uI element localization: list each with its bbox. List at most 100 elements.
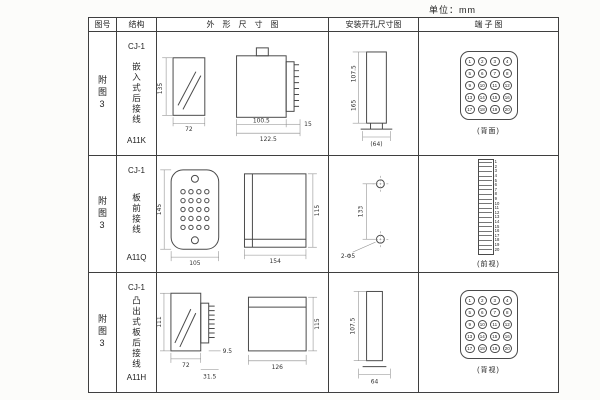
terminal-number: 5 [468,310,471,315]
terminal-number: 5 [494,177,497,183]
header-install: 安装开孔尺寸图 [329,18,419,32]
outline-drawing-row1: 135 72 100.5 15 122.5 [157,32,329,156]
terminal-circle: 5 [465,68,475,79]
terminal-line [477,226,492,228]
terminal-number: 5 [468,71,471,76]
terminal-number: 19 [494,241,500,247]
model-code-label: A11Q [126,253,147,262]
terminal-circle: 7 [490,307,500,318]
object-lines [170,169,307,250]
model-label: CJ-1 [128,166,145,175]
terminal-view-caption: (背视) [477,367,500,375]
terminal-circle: 8 [502,68,512,79]
terminal-line [477,207,492,209]
terminal-number: 14 [479,95,485,100]
dim-total: 122.5 [260,136,277,143]
terminal-number: 8 [505,71,509,76]
terminal-number: 2 [480,298,484,303]
header-fig-no: 图号 [89,18,117,32]
terminal-circle: 4 [502,295,512,306]
terminal-number: 8 [505,310,509,315]
terminal-number: 3 [493,59,496,64]
terminal-number: 14 [479,334,485,339]
terminal-grid: 1 2 3 4 5 6 7 8 9 10 11 12 [459,50,518,121]
outline-drawing-row2: 145 105 154 115 [157,156,329,273]
install-svg-row3: 107.5 64 [350,290,391,385]
install-drawing-row3: 107.5 64 [329,273,419,392]
dim-install-v1: 107.5 [351,65,358,82]
terminal-diagram-row2: 1 2 3 4 5 [419,156,558,273]
terminal-number: 18 [479,107,485,112]
terminal-number: 6 [494,182,497,188]
terminal-circle: 3 [490,295,500,306]
terminal-circle: 10 [477,319,487,330]
fig-no-label: 附图3 [97,195,107,233]
dim-depth: 154 [270,258,282,265]
terminal-number: 19 [492,107,498,112]
terminal-number: 11 [492,322,498,327]
terminal-circle: 19 [490,104,500,115]
dim-install-v: 107.5 [350,317,357,334]
terminal-number: 11 [494,205,500,211]
object-lines [170,292,307,352]
dimension-lines [160,169,317,262]
terminal-line [477,194,492,196]
dim-width: 105 [189,260,201,267]
dim-height: 135 [157,83,164,95]
terminal-view-caption: (背面) [477,128,500,136]
terminal-number: 18 [479,346,485,351]
terminal-circle: 2 [477,56,487,67]
terminal-circle: 14 [477,331,487,342]
dimension-lines [352,51,391,141]
terminal-circle: 13 [465,92,475,103]
terminal-line [477,221,492,223]
dim-tail: 15 [304,121,312,128]
object-lines [362,290,387,368]
terminal-number: 2 [480,59,484,64]
terminal-circle: 13 [465,331,475,342]
terminal-line [477,189,492,191]
terminal-line [477,203,492,205]
terminal-number: 4 [494,173,497,179]
terminal-number: 4 [505,59,509,64]
terminal-circle: 16 [502,331,512,342]
terminal-circle: 17 [465,104,475,115]
terminal-circle: 11 [490,80,500,91]
terminal-number: 9 [468,83,471,88]
dim-depth: 126 [272,364,284,371]
terminal-circle: 5 [465,307,475,318]
mounting-type-label: 凸出式板后接线 [131,295,142,370]
terminal-circle: 20 [502,104,512,115]
dimension-lines [352,183,377,253]
object-lines [375,179,385,244]
dim-install-holes: 2-Φ5 [341,253,356,260]
terminal-number: 3 [494,168,497,174]
terminal-line [477,216,492,218]
dim-side-height: 115 [314,318,321,330]
terminal-number: 16 [504,334,510,339]
terminal-number: 9 [468,322,471,327]
terminal-line [477,239,492,241]
terminal-number: 2 [494,163,497,169]
terminal-circle: 9 [465,80,475,91]
spec-table: 图号 结构 外形尺寸图 安装开孔尺寸图 端子图 附图3 CJ-1 嵌入式后接线 … [88,17,559,393]
model-label: CJ-1 [128,42,145,51]
terminal-circle: 19 [490,343,500,354]
dim-install-v2: 165 [351,99,358,111]
terminal-circle: 18 [477,343,487,354]
dimension-lines [159,292,318,371]
terminal-circle: 12 [502,319,512,330]
terminal-circle: 10 [477,80,487,91]
terminal-line [477,180,492,182]
terminal-number: 14 [494,218,500,224]
model-code-label: A11K [127,136,146,145]
terminal-circle: 12 [502,80,512,91]
terminal-number: 12 [504,83,510,88]
terminal-number: 17 [467,107,473,112]
model-code-label: A11H [126,373,147,382]
dim-install-w: 64 [371,378,379,385]
terminal-diagram-row3: 1 2 3 4 5 6 7 8 9 10 11 12 [419,273,558,392]
terminal-number: 20 [504,346,510,351]
terminal-circle: 2 [477,295,487,306]
structure-cell-row3: CJ-1 凸出式板后接线 A11H [117,273,157,392]
